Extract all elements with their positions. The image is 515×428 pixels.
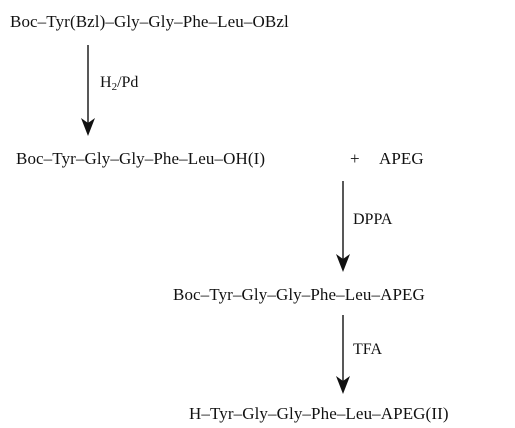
step3-reagent: TFA — [353, 341, 383, 358]
intermediate-2: Boc–Tyr–Gly–Gly–Phe–Leu–APEG — [173, 285, 425, 304]
arrow-step3-head — [336, 376, 350, 394]
step1-reagent-main: H — [100, 74, 112, 91]
arrow-step1 — [81, 45, 95, 136]
arrow-step1-head — [81, 118, 95, 136]
arrow-step2-head — [336, 254, 350, 272]
arrow-step3 — [336, 315, 350, 394]
step1-reagent: H2/Pd — [100, 74, 138, 96]
step2-reagent: DPPA — [353, 211, 393, 228]
start-compound: Boc–Tyr(Bzl)–Gly–Gly–Phe–Leu–OBzl — [10, 12, 289, 31]
step1-reagent-rest: /Pd — [117, 74, 139, 91]
plus-sign: + — [350, 149, 360, 168]
step1-reagent-subscript: 2 — [111, 81, 118, 93]
product-compound: H–Tyr–Gly–Gly–Phe–Leu–APEG(II) — [189, 404, 449, 423]
intermediate-1: Boc–Tyr–Gly–Gly–Phe–Leu–OH(I) — [16, 149, 266, 168]
arrow-step2 — [336, 181, 350, 272]
coreagent-apeg: APEG — [379, 149, 424, 168]
